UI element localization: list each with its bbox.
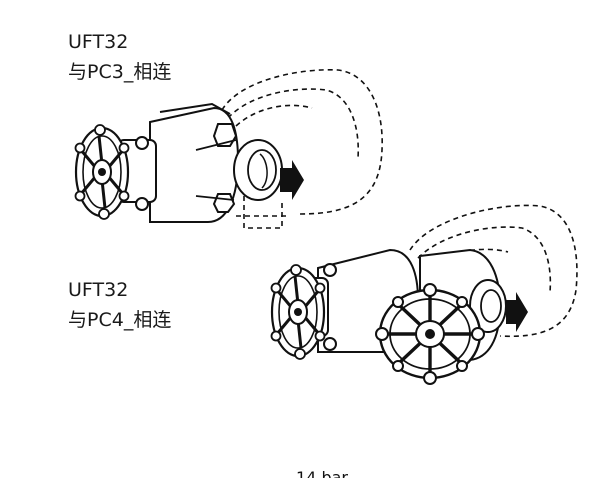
- label-pc3: UFT32 与PC3_相连: [68, 27, 171, 87]
- flow-arrow-icon: [280, 160, 304, 200]
- footer-strip: 14 bar: [0, 462, 616, 478]
- valve-pc3: [74, 68, 383, 229]
- connection-text: 与PC4_相连: [68, 309, 172, 331]
- model-text: UFT32: [68, 31, 129, 53]
- handwheel-icon: [74, 123, 130, 221]
- valve-pc4: [270, 204, 578, 385]
- connection-text: 与PC3_相连: [68, 61, 172, 83]
- dashed-pipe: [221, 68, 383, 229]
- label-pc4: UFT32 与PC4_相连: [68, 275, 171, 335]
- handwheel-icon: [375, 283, 485, 385]
- flow-arrow-icon: [506, 292, 528, 332]
- footer-text: 14 bar: [296, 468, 348, 478]
- dashed-pipe: [409, 204, 578, 338]
- handwheel-icon: [270, 263, 326, 361]
- model-text: UFT32: [68, 279, 129, 301]
